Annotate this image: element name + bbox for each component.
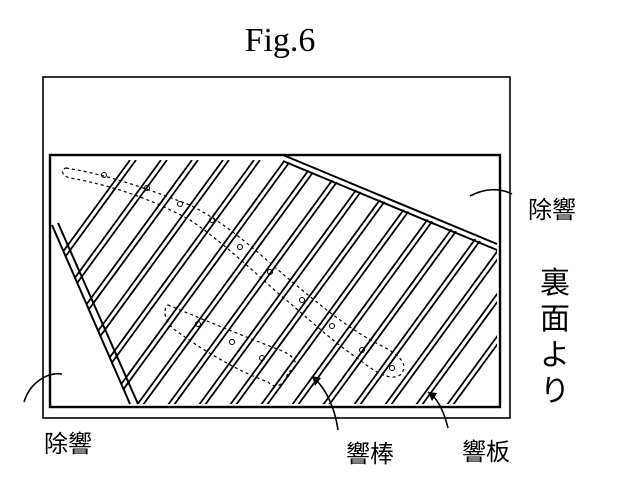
long-bridge xyxy=(61,167,405,378)
side-note-char-2: 面 xyxy=(540,302,570,337)
leader-removal-bottom-left xyxy=(23,373,63,403)
side-note-char-4: り xyxy=(540,374,570,409)
leader-removal-top-right xyxy=(469,188,513,197)
rib-line-25 xyxy=(317,160,497,404)
board-edge-top xyxy=(282,154,498,245)
outer-frame xyxy=(42,76,511,419)
rib-line-28 xyxy=(373,160,497,404)
arrowhead-sound-board xyxy=(428,392,437,401)
rib-line-18 xyxy=(218,160,410,404)
rib-line-20 xyxy=(249,160,441,404)
rib-line-27 xyxy=(348,160,497,404)
rib-line-4 xyxy=(52,160,193,404)
board-edge-top-inner xyxy=(282,160,498,251)
rib-line-7 xyxy=(52,160,230,404)
rib-line-17 xyxy=(193,160,385,404)
rib-line-26 xyxy=(342,160,497,404)
rib-line-8 xyxy=(63,160,255,404)
rib-line-32 xyxy=(435,160,497,404)
rib-line-16 xyxy=(187,160,379,404)
rib-line-15 xyxy=(162,160,354,404)
side-note-char-1: 裏 xyxy=(540,266,570,301)
rib-line-0 xyxy=(52,160,131,404)
figure-title: Fig.6 xyxy=(244,22,316,59)
label-sound-bar: 響棒 xyxy=(346,440,394,468)
rib-line-11 xyxy=(100,160,292,404)
rib-line-5 xyxy=(52,160,199,404)
rib-line-19 xyxy=(224,160,416,404)
rib-line-13 xyxy=(131,160,323,404)
rib-line-14 xyxy=(156,160,348,404)
label-removal-bottom-left: 除響 xyxy=(44,430,92,458)
rib-line-12 xyxy=(125,160,317,404)
rib-line-29 xyxy=(379,160,497,404)
rib-line-30 xyxy=(404,160,497,404)
inner-panel xyxy=(48,153,502,409)
side-note-char-3: よ xyxy=(540,338,570,373)
label-removal-top-right: 除響 xyxy=(528,196,576,224)
label-sound-board: 響板 xyxy=(462,438,510,466)
rib-line-10 xyxy=(94,160,286,404)
short-bridge xyxy=(164,304,296,387)
board-edge-left-inner xyxy=(57,222,139,405)
rib-line-24 xyxy=(311,160,497,404)
rib-line-1 xyxy=(52,160,137,404)
arrowhead-sound-bar xyxy=(312,376,321,386)
bridges xyxy=(61,167,405,387)
rib-line-3 xyxy=(52,160,168,404)
board-edge-left xyxy=(51,224,131,405)
rib-line-9 xyxy=(69,160,261,404)
side-note-from-back: 裏 面 よ り xyxy=(538,266,572,410)
rib-line-31 xyxy=(410,160,497,404)
rib-line-33 xyxy=(441,160,497,404)
bridge-pins xyxy=(101,172,395,371)
